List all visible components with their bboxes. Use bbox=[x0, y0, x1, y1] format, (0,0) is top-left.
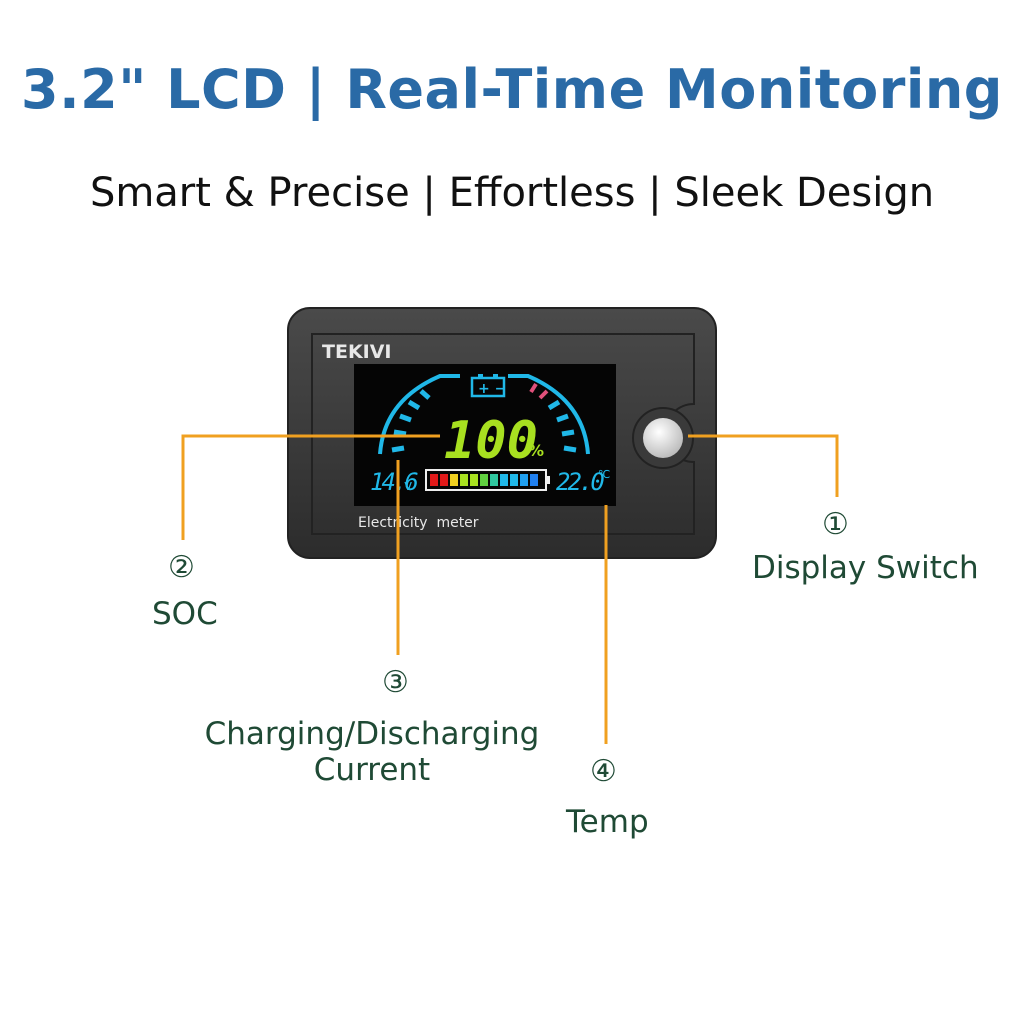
soc-unit: % bbox=[528, 441, 544, 460]
button-cap bbox=[643, 418, 683, 458]
subheadline: Smart & Precise | Effortless | Sleek Des… bbox=[89, 170, 935, 216]
headline: 3.2" LCD | Real-Time Monitoring bbox=[21, 58, 1003, 121]
callout-label-current: Charging/Discharging Current bbox=[192, 716, 552, 788]
callout-number-soc: ② bbox=[168, 550, 195, 585]
voltage-unit: v bbox=[404, 478, 412, 494]
callout-number-current: ③ bbox=[382, 665, 409, 700]
callout-label-current-line2: Current bbox=[313, 752, 431, 788]
temp-value: 22.0 bbox=[556, 468, 604, 496]
callout-label-temp: Temp bbox=[566, 804, 649, 840]
soc-value: 100 bbox=[444, 411, 538, 471]
leader-lines bbox=[181, 434, 839, 744]
callout-label-current-line1: Charging/Discharging bbox=[204, 716, 540, 752]
temp-unit: ℃ bbox=[598, 468, 610, 481]
svg-text:+ −: + − bbox=[478, 381, 506, 397]
callout-label-soc: SOC bbox=[152, 596, 218, 632]
voltage-value: 14.6 bbox=[370, 468, 418, 496]
callout-number-display-switch: ① bbox=[822, 507, 849, 542]
battery-icon: + − bbox=[470, 374, 506, 398]
level-bar bbox=[425, 469, 550, 491]
device-caption: Electricity meter bbox=[358, 515, 479, 531]
callout-number-temp: ④ bbox=[590, 754, 617, 789]
callout-label-display-switch: Display Switch bbox=[752, 550, 979, 586]
brand-logo: TEKIVI bbox=[322, 341, 392, 363]
soc-gauge bbox=[378, 374, 590, 455]
